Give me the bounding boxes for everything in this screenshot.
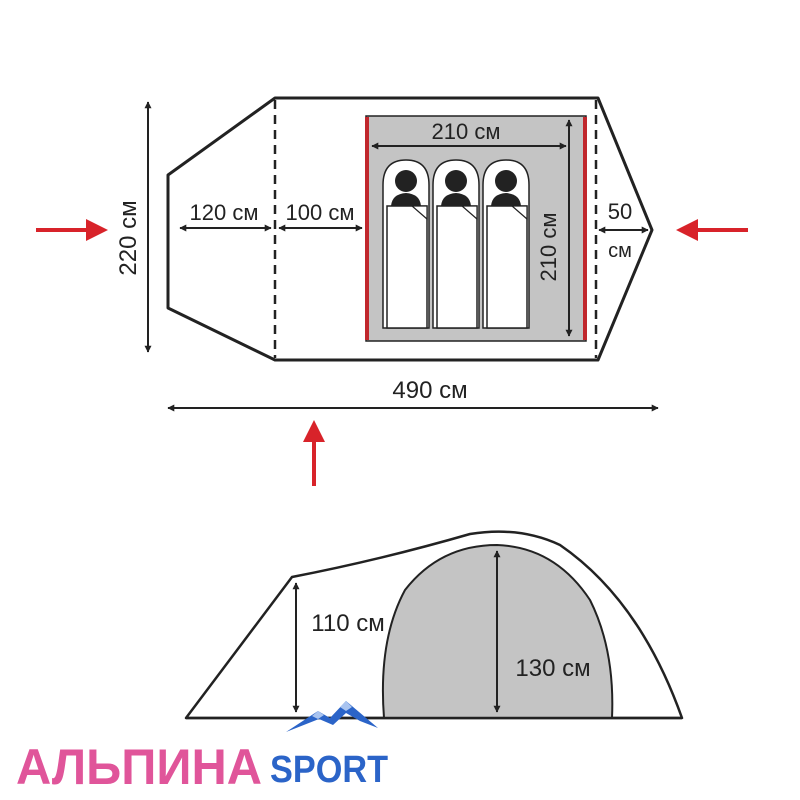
plan-view: 210 см 210 см 120 см 100 см 50 см 220 см… [36,96,748,486]
entrance-arrow-left-icon [36,219,108,241]
inner-height-label: 130 см [515,655,590,682]
sheet-fold [510,205,528,221]
sleeper [482,159,530,329]
sheet-fold [460,205,478,221]
pillow [486,205,528,329]
person-shoulders-icon [491,193,521,206]
front-vestibule-label: 120 см [190,200,259,225]
inner-length-label: 210 см [536,213,561,282]
pillow [436,205,478,329]
sleeper [432,159,480,329]
logo-word-main: АЛЬПИНА [16,739,262,795]
total-width-label: 220 см [115,200,142,275]
entrance-arrow-bottom-icon [303,420,325,486]
rear-vestibule-value: 50 [608,199,632,224]
pillow [386,205,428,329]
inner-width-label: 210 см [432,119,501,144]
middle-vestibule-label: 100 см [286,200,355,225]
sleeping-places [382,159,530,329]
sleeper [382,159,430,329]
sheet-fold [410,205,428,221]
person-head-icon [395,170,417,192]
entrance-arrow-right-icon [676,219,748,241]
total-length-label: 490 см [392,377,467,404]
rear-vestibule-unit: см [608,240,632,262]
person-shoulders-icon [441,193,471,206]
mountain-logo-icon [286,701,378,732]
person-head-icon [445,170,467,192]
person-head-icon [495,170,517,192]
person-shoulders-icon [391,193,421,206]
logo-word-sport: SPORT [270,749,388,791]
side-view: 110 см 130 см [184,530,684,720]
vestibule-height-label: 110 см [311,610,384,637]
brand-logo: АЛЬПИНА SPORT [16,701,388,795]
